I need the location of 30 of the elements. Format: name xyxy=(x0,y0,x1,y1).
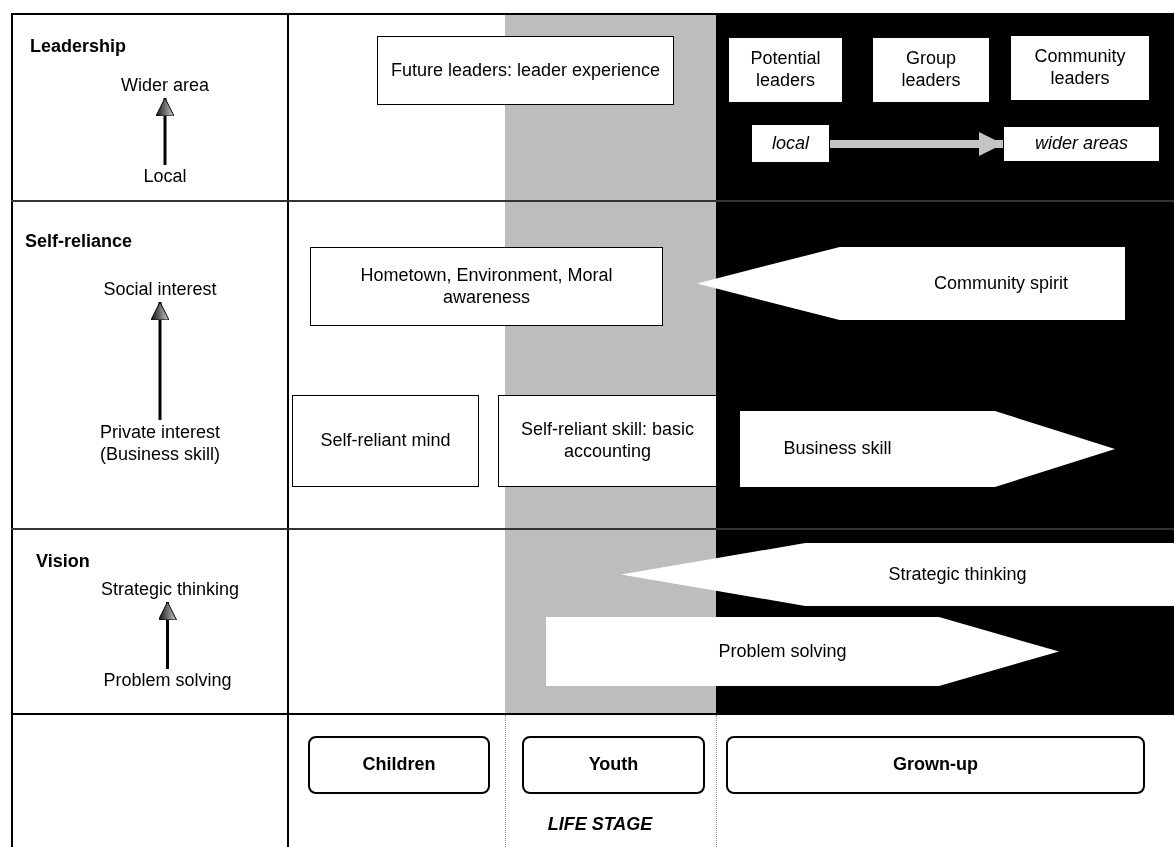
left-arrow-shape: Strategic thinking xyxy=(621,543,1174,606)
stage-box: Youth xyxy=(522,736,705,794)
text-label: Private interest (Business skill) xyxy=(65,420,255,468)
text-box: Self-reliant mind xyxy=(292,395,479,487)
row-heading: Self-reliance xyxy=(25,230,133,253)
left-arrow-shape: Community spirit xyxy=(697,247,1125,320)
text-box: local xyxy=(751,124,830,163)
stage-box: Grown-up xyxy=(726,736,1145,794)
row-heading: Leadership xyxy=(30,35,127,58)
text-label: Social interest xyxy=(85,278,235,302)
text-box: Potential leaders xyxy=(728,37,843,103)
arrow xyxy=(150,301,170,420)
text-label: Wider area xyxy=(105,74,225,98)
text-box: Hometown, Environment, Moral awareness xyxy=(310,247,663,326)
text-label: Problem solving xyxy=(80,669,255,693)
text-label: Strategic thinking xyxy=(72,578,268,602)
arrow xyxy=(830,132,1003,156)
text-box: Self-reliant skill: basic accounting xyxy=(498,395,717,487)
arrow xyxy=(155,97,175,165)
right-arrow-shape: Problem solving xyxy=(546,617,1059,686)
arrow xyxy=(158,601,177,669)
text-box: Community leaders xyxy=(1010,35,1150,101)
text-box: Group leaders xyxy=(872,37,990,103)
stage-box: Children xyxy=(308,736,490,794)
text-label: Local xyxy=(130,165,200,189)
right-arrow-shape: Business skill xyxy=(740,411,1115,487)
row-heading: Vision xyxy=(36,550,90,573)
axis-title: LIFE STAGE xyxy=(546,813,654,836)
text-box: Future leaders: leader experience xyxy=(377,36,674,105)
text-box: wider areas xyxy=(1003,126,1160,162)
